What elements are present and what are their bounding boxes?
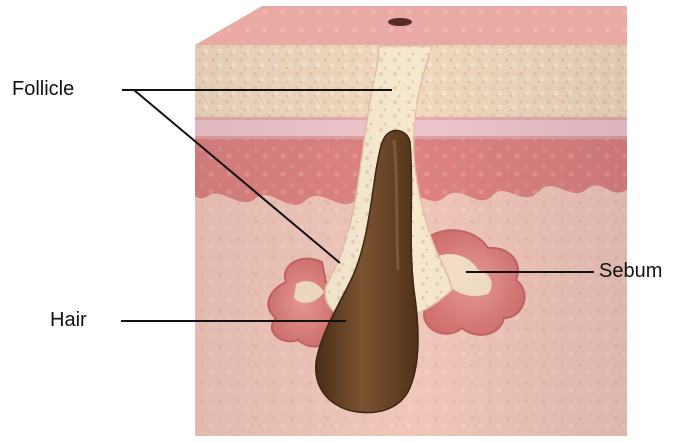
sebum-label: Sebum (599, 261, 662, 281)
skin-surface (195, 6, 627, 45)
hair-label: Hair (50, 310, 87, 330)
block-shading (195, 45, 627, 436)
follicle-label: Follicle (12, 79, 74, 99)
pore-opening (388, 18, 412, 26)
